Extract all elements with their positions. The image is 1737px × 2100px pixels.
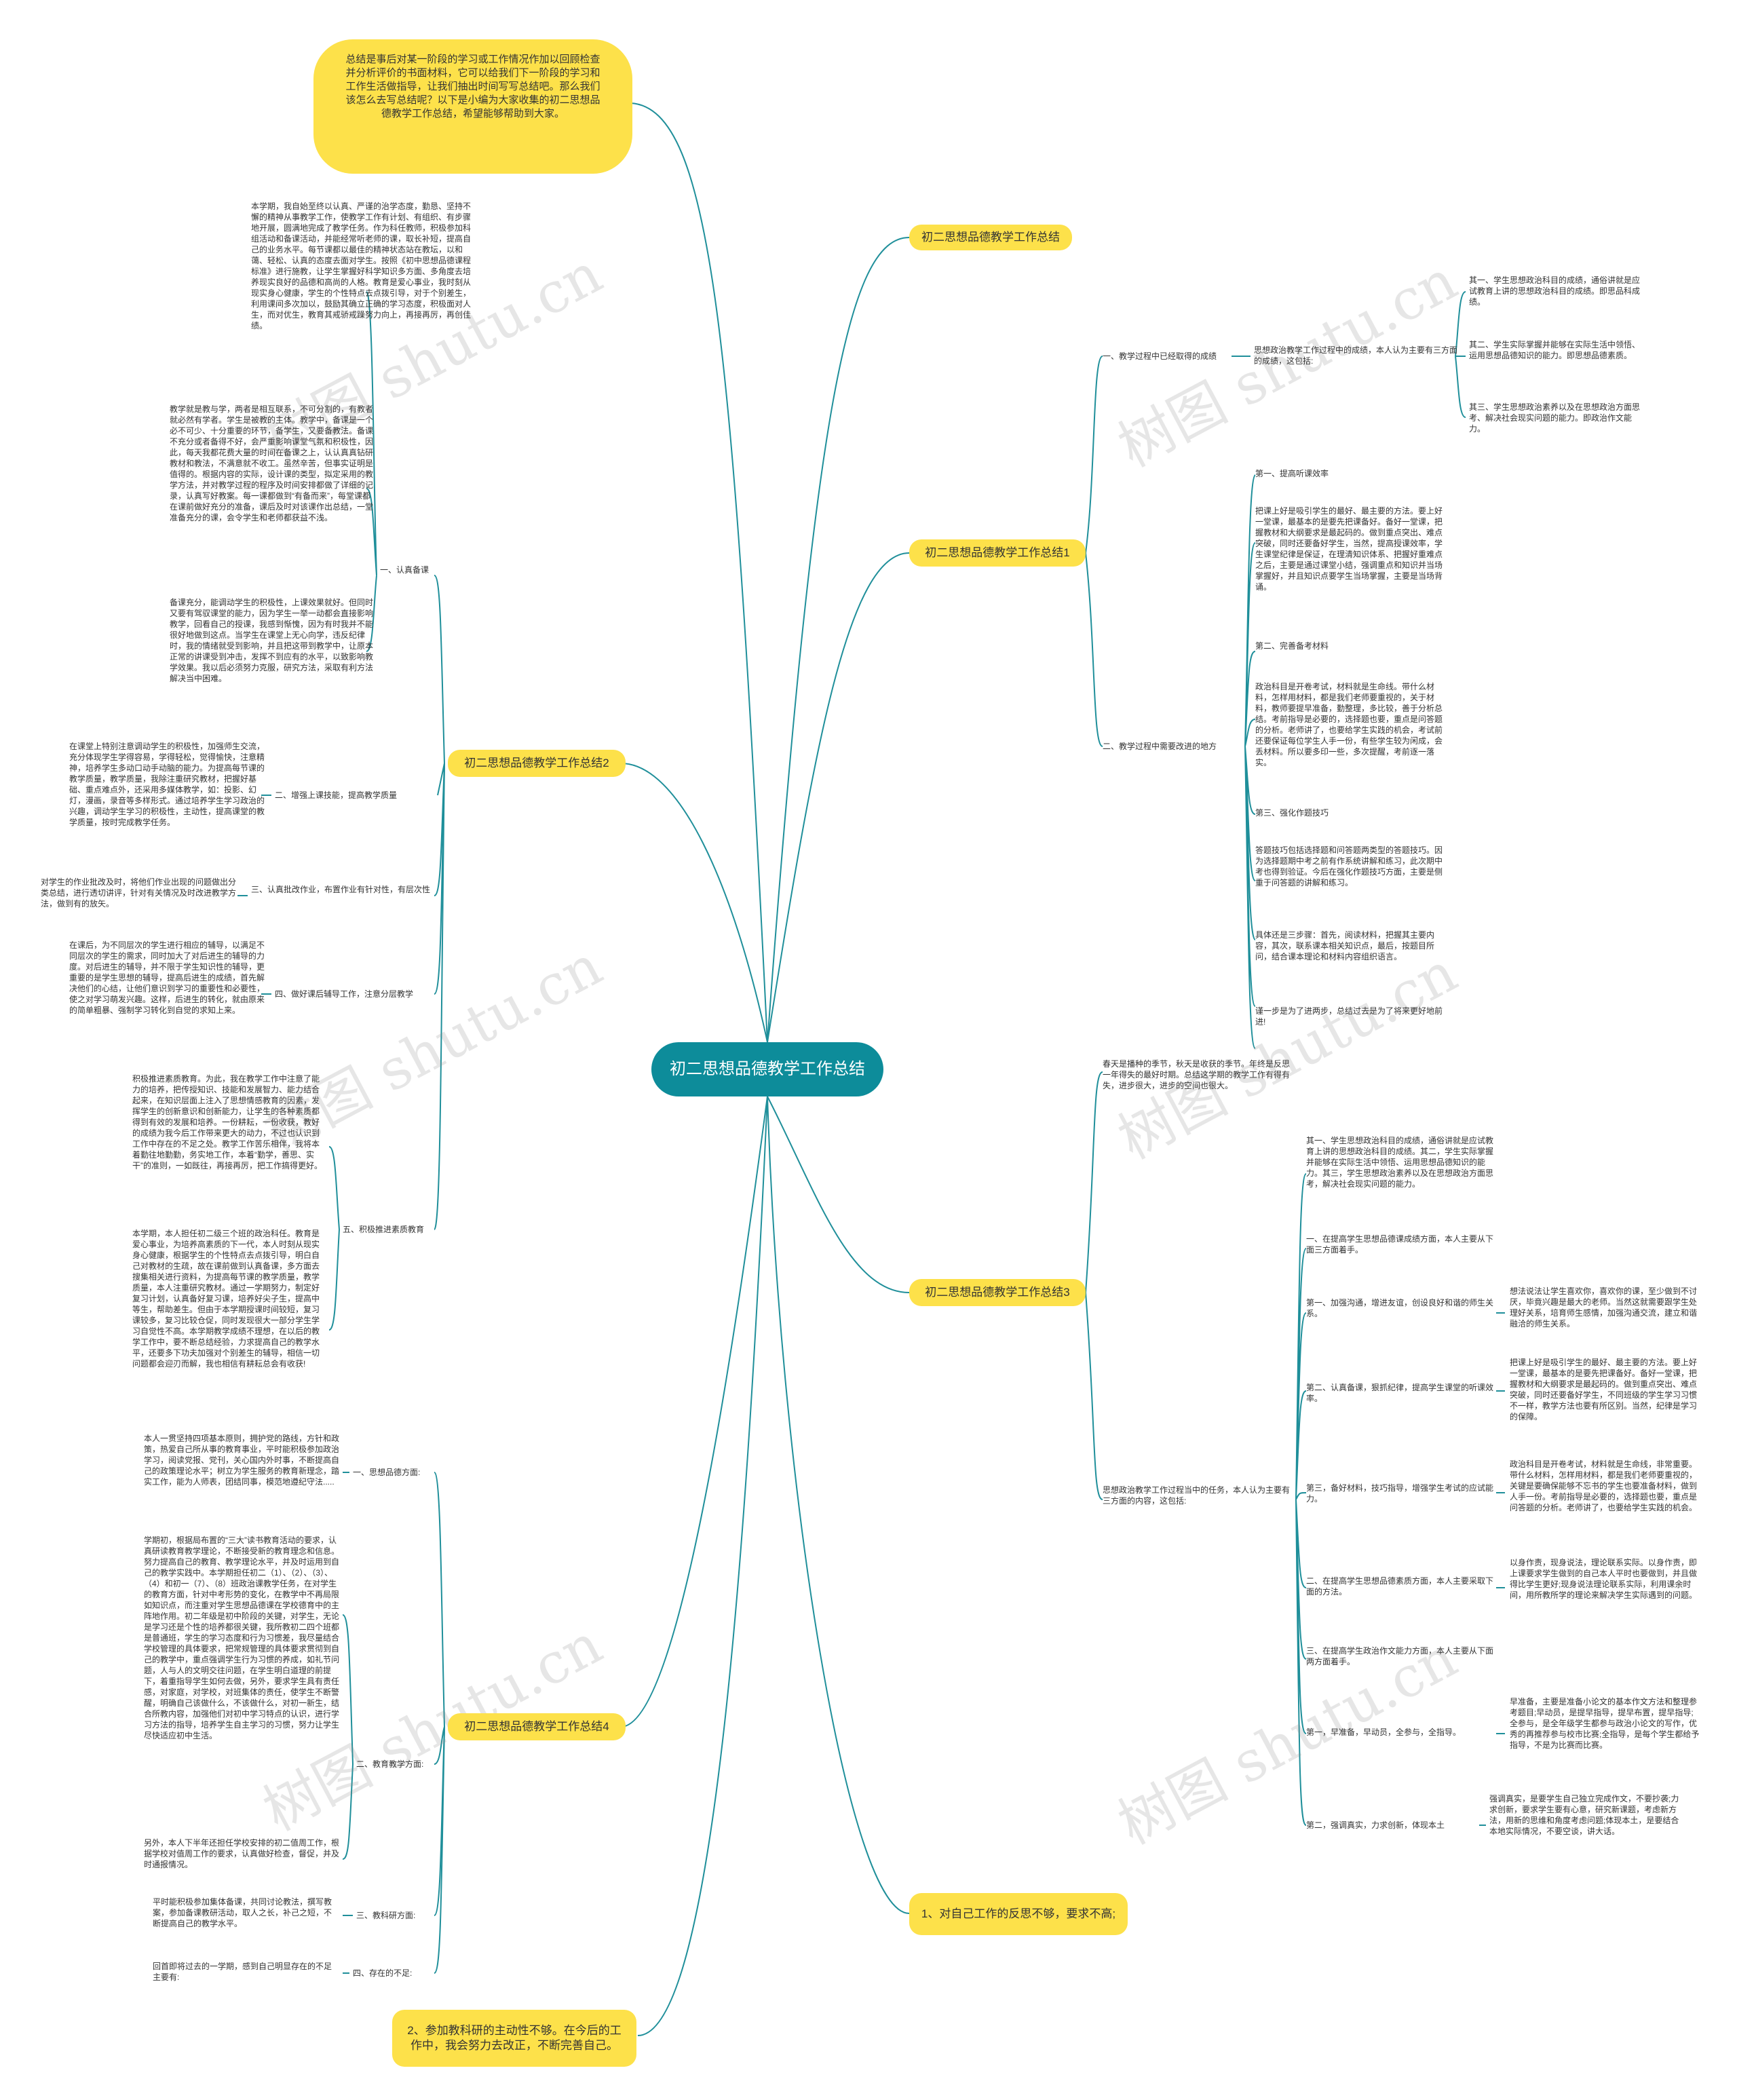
b2-quality-education: 五、积极推进素质教育 bbox=[343, 1225, 425, 1234]
edge-b1s2-items bbox=[1244, 474, 1256, 1049]
b3-early-prep: 第一，早准备，早动员，全参与，全指导。 bbox=[1306, 1727, 1462, 1737]
edge-root-intro bbox=[630, 102, 768, 1043]
edge-b1-s2 bbox=[1085, 552, 1103, 747]
b2-tutoring-text: 在课后，为不同层次的学生进行相应的辅导，以满足不同层次的学生的需求，同时加大了对… bbox=[69, 940, 265, 1015]
edge-b4-s4 bbox=[434, 1726, 445, 1974]
b3-authenticity: 第二，强调真实，力求创新，体现本土 bbox=[1306, 1820, 1445, 1830]
edge-b4-s2 bbox=[434, 1726, 445, 1765]
b1-achievements: 一、教学过程中已经取得的成绩 bbox=[1103, 351, 1217, 361]
b3-quality-method-text: 以身作责，现身说法，理论联系实际。以身作责，即上课要求学生做到的自己本人平时也要… bbox=[1510, 1558, 1698, 1600]
b1-item-closing-text: 谨一步是为了进两步，总结过去是为了将来更好地前进! bbox=[1255, 1006, 1443, 1027]
b3-relation: 第一、加强沟通，增进友谊，创设良好和谐的师生关系。 bbox=[1306, 1298, 1494, 1318]
intro-bubble[interactable]: 总结是事后对某一阶段的学习或工作情况作加以回顾检查并分析评价的书面材料，它可以给… bbox=[313, 39, 632, 174]
b2-tutoring: 四、做好课后辅导工作，注意分层教学 bbox=[275, 989, 414, 999]
branch-summary-2[interactable]: 初二思想品德教学工作总结2 bbox=[448, 750, 626, 777]
b1-item-materials: 第二、完善备考材料 bbox=[1255, 641, 1329, 651]
edge-b3-items bbox=[1085, 1071, 1103, 1500]
b2-lesson-prep-text-3: 备课充分，能调动学生的积极性，上课效果就好。但同时又要有驾驭课堂的能力，因为学生… bbox=[170, 598, 374, 683]
b2-lesson-prep-text-1: 本学期，我自始至终以认真、严谨的治学态度，勤恳、坚持不懈的精神从事教学工作，使教… bbox=[251, 202, 472, 330]
edge-b2s1-t bbox=[366, 291, 377, 652]
b4-research: 三、教科研方面: bbox=[356, 1911, 416, 1920]
b4-teaching: 二、教育教学方面: bbox=[356, 1759, 424, 1769]
b3-authenticity-text: 强调真实，是要学生自己独立完成作文，不要抄袭;力求创新，要求学生要有心意，研究新… bbox=[1489, 1794, 1679, 1836]
b1-item-skills-text: 答题技巧包括选择题和问答题两类型的答题技巧。因为选择题期中考之前有作系统讲解和练… bbox=[1255, 845, 1443, 887]
b2-homework: 三、认真批改作业，布置作业有针对性，有层次性 bbox=[251, 885, 431, 894]
branch-summary[interactable]: 初二思想品德教学工作总结 bbox=[909, 225, 1072, 250]
edge-root-b4 bbox=[620, 1096, 768, 1727]
b2-lesson-prep: 一、认真备课 bbox=[380, 565, 430, 575]
b3-relation-text: 想法说法让学生喜欢你，喜欢你的课，至少做到不讨厌，毕竟兴趣是最大的老师。当然这就… bbox=[1510, 1286, 1698, 1329]
b1-item-skills: 第三、强化作题技巧 bbox=[1255, 808, 1329, 818]
b3-tasks-text: 其一、学生思想政治科目的成绩，通俗讲就是应试教育上讲的思想政治科目的成绩。其二，… bbox=[1306, 1136, 1494, 1189]
b4-shortcomings-text: 回首即将过去的一学期，感到自己明显存在的不足主要有: bbox=[153, 1962, 332, 1982]
b2-teaching-skills: 二、增强上课技能，提高教学质量 bbox=[275, 790, 398, 800]
branch-reflection[interactable]: 1、对自己工作的反思不够，要求不高; bbox=[909, 1893, 1128, 1935]
branch-summary-4[interactable]: 初二思想品德教学工作总结4 bbox=[448, 1713, 626, 1740]
b1-item-listening-text: 把课上好是吸引学生的最好、最主要的方法。要上好一堂课，最基本的是要先把课备好。备… bbox=[1255, 506, 1443, 592]
b3-classroom: 第二、认真备课，狠抓纪律，提高学生课堂的听课效率。 bbox=[1306, 1383, 1494, 1403]
branch-research[interactable]: 2、参加教科研的主动性不够。在今后的工作中，我会努力去改正，不断完善自己。 bbox=[392, 2010, 636, 2067]
edge-b2-s2 bbox=[437, 763, 445, 796]
b1-item-steps-text: 具体还是三步骤：首先，阅读材料，把握其主要内容，其次，联系课本相关知识点，最后，… bbox=[1255, 930, 1435, 961]
b1-item-listening: 第一、提高听课效率 bbox=[1255, 469, 1329, 478]
edge-b4-leaves bbox=[342, 1472, 354, 1974]
b3-grades-method: 一、在提高学生思想品德课成绩方面，本人主要从下面三方面着手。 bbox=[1306, 1234, 1494, 1255]
edge-b2-s5 bbox=[434, 763, 445, 1230]
branch-summary-3[interactable]: 初二思想品德教学工作总结3 bbox=[909, 1279, 1086, 1306]
b2-quality-education-text-2: 本学期，本人担任初二级三个班的政治科任。教育是爱心事业，为培养高素质的下一代，本… bbox=[132, 1229, 320, 1369]
b3-exam: 第三，备好材料，技巧指导，增强学生考试的应试能力。 bbox=[1306, 1483, 1494, 1504]
b3-quality-method: 二、在提高学生思想品德素质方面，本人主要采取下面的方法。 bbox=[1306, 1576, 1494, 1597]
edge-b3-leaves bbox=[1479, 1312, 1505, 1826]
b3-early-prep-text: 早准备，主要是准备小论文的基本作文方法和整理参考题目;早动员，是提早指导，提早布… bbox=[1510, 1697, 1700, 1750]
b4-teaching-text-1: 学期初，根据局布置的“三大”读书教育活动的要求，认真研读教育教学理论，不断接受新… bbox=[144, 1535, 340, 1740]
edge-root-b1 bbox=[767, 552, 910, 1043]
edge-b1s1-leaf3 bbox=[1455, 356, 1466, 418]
edge-root-b6 bbox=[637, 1096, 768, 2036]
b1-improvements: 二、教学过程中需要改进的地方 bbox=[1103, 742, 1217, 751]
b3-tasks: 思想政治教学工作过程当中的任务，本人认为主要有三方面的内容，这包括: bbox=[1103, 1485, 1291, 1506]
b2-quality-education-text-1: 积极推进素质教育。为此，我在教学工作中注意了能力的培养，把传授知识、技能和发展智… bbox=[132, 1074, 322, 1170]
edge-b3s1-items bbox=[1295, 1173, 1307, 1826]
edge-root-b0 bbox=[767, 237, 910, 1043]
edge-root-b5 bbox=[767, 1096, 910, 1914]
branch-summary-1[interactable]: 初二思想品德教学工作总结1 bbox=[909, 539, 1086, 567]
b4-ideology-text: 本人一贯坚持四项基本原则，拥护党的路线，方针和政策，热爱自己所从事的教育事业，平… bbox=[144, 1434, 340, 1487]
edge-b4-s1 bbox=[434, 1472, 445, 1727]
b2-teaching-skills-text: 在课堂上特别注意调动学生的积极性，加强师生交流，充分体现学生学得容易，学得轻松，… bbox=[69, 742, 265, 827]
b2-lesson-prep-text-2: 教学就是教与学，两者是相互联系，不可分割的，有教者就必然有学者。学生是被教的主体… bbox=[170, 404, 374, 522]
edge-root-b3 bbox=[767, 1096, 910, 1293]
b1-achievement-3: 其三、学生思想政治素养以及在思想政治方面思考、解决社会现实问题的能力。即政治作文… bbox=[1469, 402, 1641, 434]
b3-classroom-text: 把课上好是吸引学生的最好、最主要的方法。要上好一堂课，最基本的是要先把课备好。备… bbox=[1510, 1358, 1698, 1421]
b1-item-materials-text: 政治科目是开卷考试，材料就是生命线。带什么材料，怎样用材料，都是我们老师要重视的… bbox=[1255, 682, 1443, 767]
edge-b2-s1 bbox=[434, 575, 445, 764]
b3-essay-method: 三、在提高学生政治作文能力方面，本人主要从下面两方面着手。 bbox=[1306, 1646, 1494, 1666]
b4-ideology: 一、思想品德方面: bbox=[353, 1468, 421, 1477]
b1-achievements-text: 思想政治教学工作过程中的成绩，本人认为主要有三方面的成绩，这包括: bbox=[1254, 345, 1458, 366]
b1-achievement-1: 其一、学生思想政治科目的成绩，通俗讲就是应试教育上讲的思想政治科目的成绩。即思品… bbox=[1469, 275, 1641, 307]
b2-homework-text: 对学生的作业批改及时，将他们作业出现的问题做出分类总结，进行透切讲评，针对有关情… bbox=[41, 877, 237, 909]
edge-b1-s1 bbox=[1085, 356, 1103, 554]
b4-teaching-text-2: 另外，本人下半年还担任学校安排的初二值周工作，根据学校对值周工作的要求，认真做好… bbox=[144, 1838, 340, 1869]
b4-research-text: 平时能积极参加集体备课，共同讨论教法，撰写教案，参加备课教研活动，取人之长，补己… bbox=[153, 1897, 332, 1928]
root-node[interactable]: 初二思想品德教学工作总结 bbox=[651, 1042, 883, 1096]
edge-b1s1-leaf1 bbox=[1455, 291, 1466, 357]
edge-b2s5-t bbox=[328, 1146, 340, 1331]
b4-shortcomings: 四、存在的不足: bbox=[353, 1968, 413, 1978]
edge-root-b2 bbox=[620, 763, 768, 1043]
b3-intro-text: 春天是播种的季节，秋天是收获的季节。年终是反思一年得失的最好时期。总结这学期的教… bbox=[1103, 1059, 1291, 1090]
b1-achievement-2: 其二、学生实际掌握并能够在实际生活中领悟、运用思想品德知识的能力。即思想品德素质… bbox=[1469, 340, 1641, 360]
b3-exam-text: 政治科目是开卷考试，材料就是生命线，非常重要。带什么材料，怎样用材料，都是我们老… bbox=[1510, 1459, 1698, 1512]
